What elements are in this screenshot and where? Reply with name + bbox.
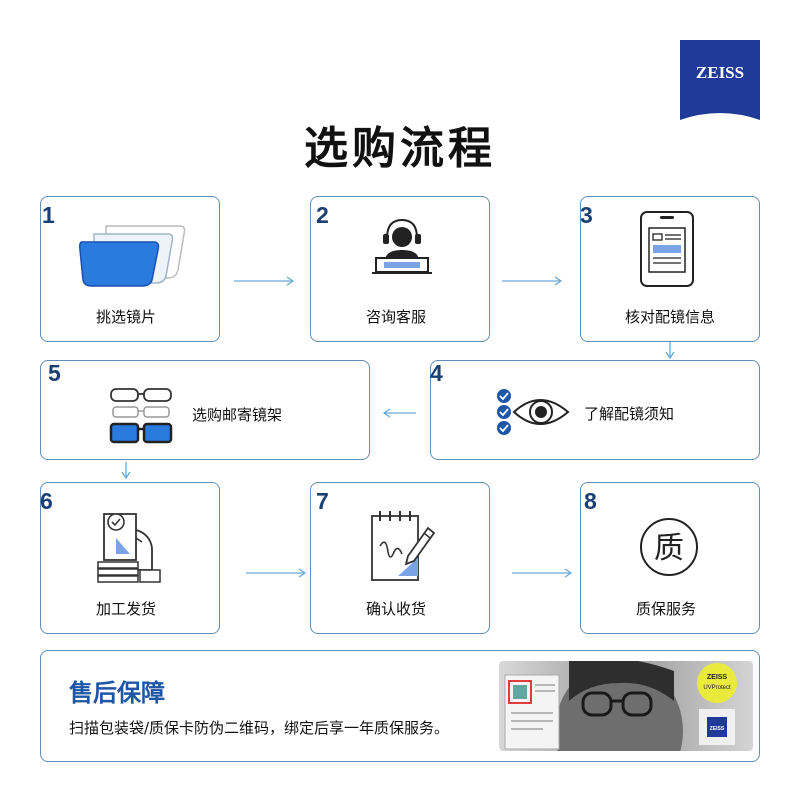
warranty-circle-icon: 质: [638, 516, 700, 582]
step-card-5: [40, 360, 370, 460]
arrow-right-icon: [234, 272, 296, 291]
step-label: 挑选镜片: [96, 308, 157, 326]
step-label: 质保服务: [636, 600, 697, 618]
after-sales-title: 售后保障: [69, 679, 165, 707]
step-label: 核对配镜信息: [625, 308, 716, 326]
zeiss-logo: ZEISS: [680, 40, 760, 120]
sign-receipt-icon: [364, 506, 440, 590]
step-number: 8: [584, 488, 597, 514]
step-label: 了解配镜须知: [584, 405, 675, 423]
step-number: 5: [48, 360, 61, 386]
eye-checklist-icon: [494, 386, 578, 442]
after-sales-text: 扫描包装袋/质保卡防伪二维码，绑定后享一年质保服务。: [69, 719, 450, 737]
processing-hand-icon: [94, 504, 164, 588]
photo-badge-line1: ZEISS: [707, 674, 728, 681]
photo-badge-line2: UVProtect: [703, 685, 731, 691]
glasses-frames-icon: [108, 386, 174, 450]
step-card-3: [580, 196, 760, 342]
lens-icon: [76, 220, 188, 292]
step-label: 咨询客服: [366, 308, 427, 326]
arrow-right-icon: [246, 564, 308, 583]
step-number: 2: [316, 202, 329, 228]
step-number: 7: [316, 488, 329, 514]
step-label: 确认收货: [366, 600, 427, 618]
after-sales-card: 售后保障 扫描包装袋/质保卡防伪二维码，绑定后享一年质保服务。: [40, 650, 760, 762]
product-photo: ZEISS UVProtect ZEISS: [499, 661, 753, 751]
logo-text: ZEISS: [696, 63, 744, 82]
document-tablet-icon: [638, 210, 696, 294]
step-label: 选购邮寄镜架: [192, 406, 283, 424]
arrow-down-icon: [120, 462, 132, 484]
arrow-right-icon: [512, 564, 574, 583]
customer-service-icon: [370, 212, 434, 282]
arrow-right-icon: [502, 272, 564, 291]
photo-logo: ZEISS: [710, 726, 725, 732]
step-number: 4: [430, 360, 443, 386]
step-number: 1: [42, 202, 55, 228]
arrow-left-icon: [382, 404, 418, 423]
step-label: 加工发货: [96, 600, 157, 618]
step-card-4: [430, 360, 760, 460]
warranty-char: 质: [654, 531, 684, 566]
step-number: 3: [580, 202, 593, 228]
step-number: 6: [40, 488, 53, 514]
page-title: 选购流程: [304, 123, 496, 174]
arrow-down-icon: [664, 342, 676, 364]
